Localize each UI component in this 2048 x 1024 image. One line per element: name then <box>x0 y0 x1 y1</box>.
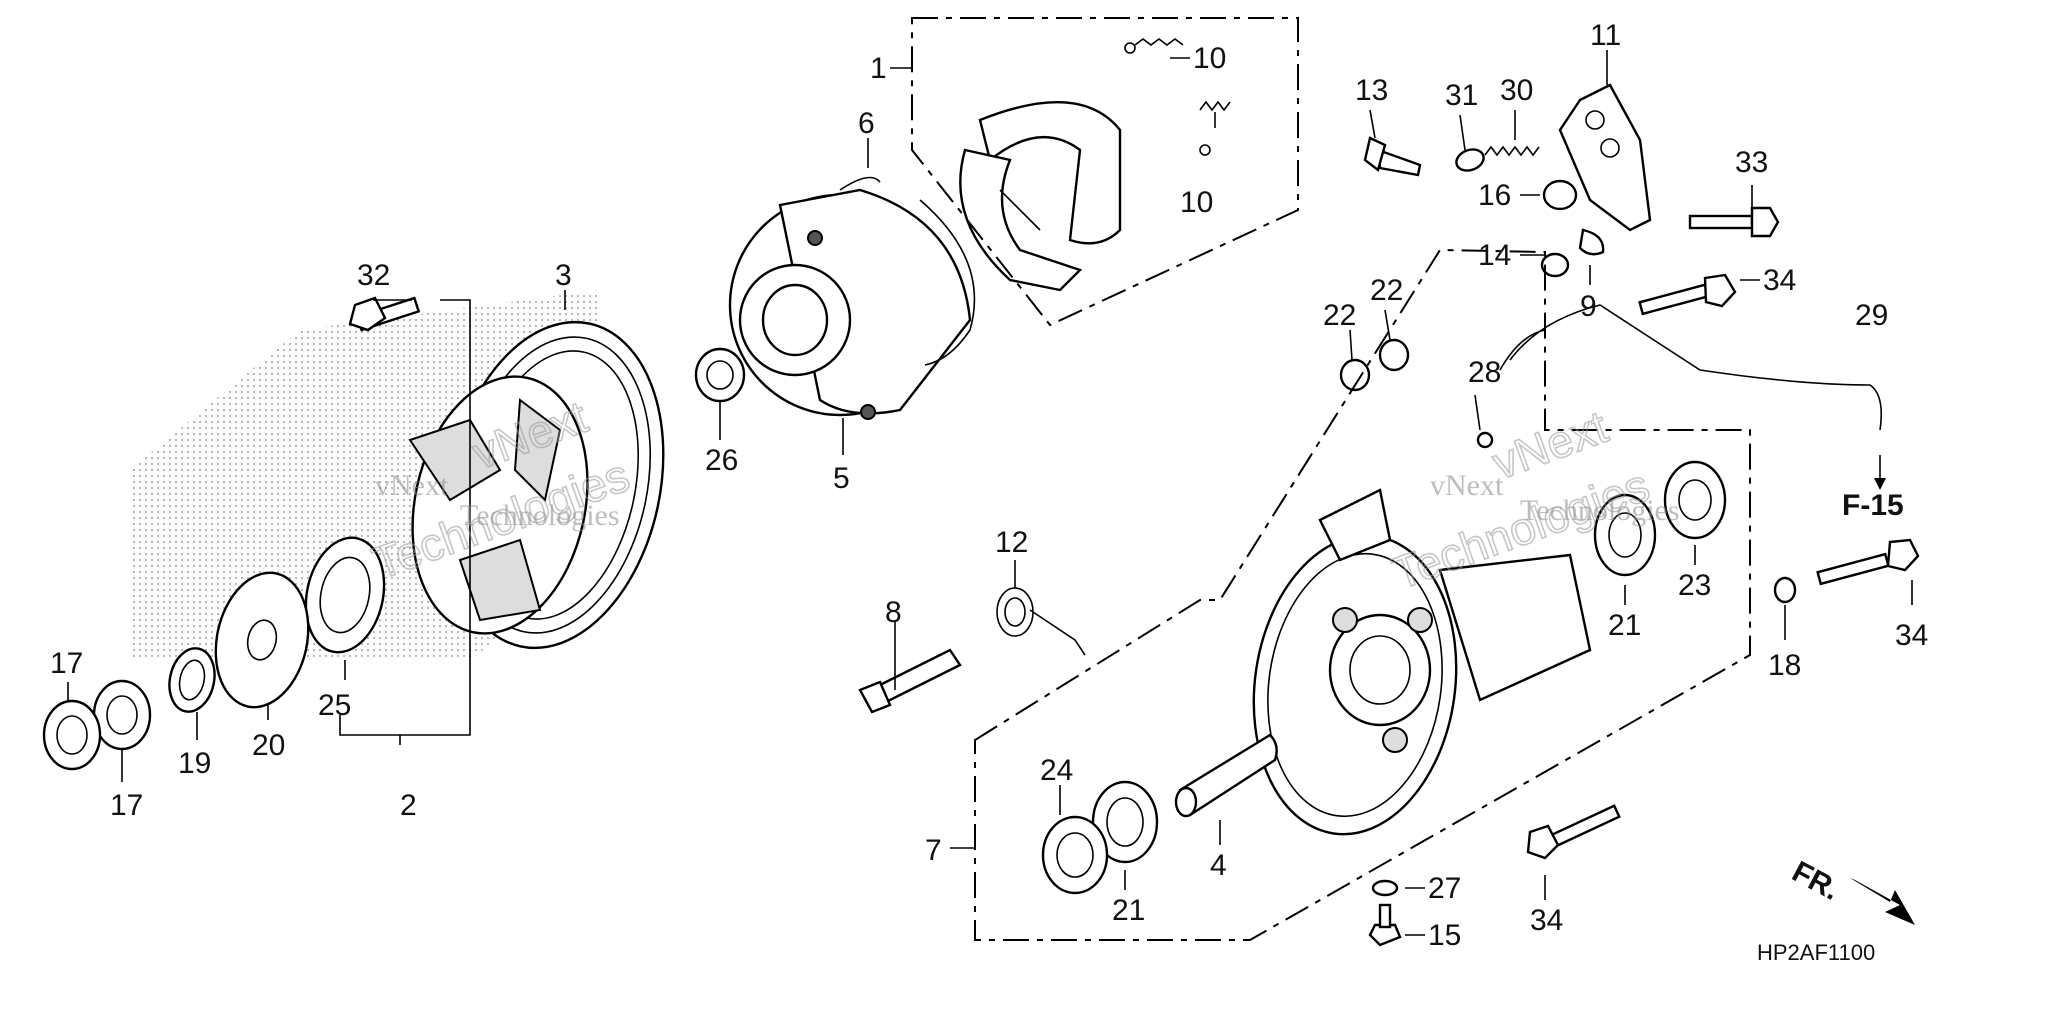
callout-33: 33 <box>1735 146 1768 179</box>
reference-label: F-15 <box>1842 489 1904 522</box>
spring-part-30 <box>1484 145 1540 157</box>
callout-17a: 17 <box>50 647 83 680</box>
callout-23: 23 <box>1678 569 1711 602</box>
bolt-part-34a <box>1638 273 1737 316</box>
callout-14: 14 <box>1478 239 1511 272</box>
callout-11: 11 <box>1590 19 1621 52</box>
callout-9: 9 <box>1580 290 1597 323</box>
callout-31: 31 <box>1445 79 1478 112</box>
brake-panel-part-7 <box>1252 488 1592 836</box>
callout-24: 24 <box>1040 754 1073 787</box>
nut-part-17a <box>42 699 102 771</box>
washer-part-20 <box>214 571 310 709</box>
brake-cam-part-8 <box>858 648 962 714</box>
spring-part-12 <box>996 587 1086 656</box>
callout-34b: 34 <box>1895 619 1928 652</box>
drawing-code: HP2AF1100 <box>1757 940 1875 965</box>
washer-part-18 <box>1773 576 1797 604</box>
group-outline-part-7 <box>974 248 1751 941</box>
washer-part-14 <box>1540 252 1570 278</box>
spring-part-10a <box>1124 38 1184 54</box>
callout-22b: 22 <box>1370 274 1403 307</box>
callout-34a: 34 <box>1763 264 1796 297</box>
callout-30: 30 <box>1500 74 1533 107</box>
washer-part-22b <box>1378 338 1410 372</box>
washer-part-27 <box>1371 879 1399 897</box>
bearing-part-21a <box>1593 493 1657 577</box>
nut-part-17b <box>92 679 152 751</box>
callout-1: 1 <box>870 52 887 85</box>
bolt-part-15 <box>1368 903 1402 947</box>
bolt-part-33 <box>1688 206 1780 238</box>
callout-21a: 21 <box>1608 609 1641 642</box>
callout-16: 16 <box>1478 179 1511 212</box>
callout-12: 12 <box>995 526 1028 559</box>
callout-10a: 10 <box>1193 42 1226 75</box>
callout-21b: 21 <box>1112 894 1145 927</box>
leader-lines <box>67 50 1913 936</box>
pin-part-31 <box>1455 148 1485 172</box>
callout-8: 8 <box>885 596 902 629</box>
callout-34c: 34 <box>1530 904 1563 937</box>
watermark-text-b2: Technologies <box>1520 494 1680 527</box>
o-ring-part-6 <box>839 176 976 366</box>
watermark-text-b1: Technologies <box>460 499 620 532</box>
clip-part-9 <box>1578 228 1605 256</box>
washer-part-19 <box>168 647 216 713</box>
oil-seal-part-25 <box>304 536 386 654</box>
brake-drum-part-5 <box>728 188 972 420</box>
front-label: FR. <box>1787 855 1845 907</box>
collar-part-4 <box>1174 733 1278 818</box>
spring-part-10b <box>1199 100 1231 156</box>
brake-shoe-set-part-1 <box>959 101 1122 292</box>
washer-part-22a <box>1339 358 1371 392</box>
callout-25: 25 <box>318 689 351 722</box>
callout-27: 27 <box>1428 872 1461 905</box>
bracket-part-11 <box>1558 83 1652 232</box>
front-arrow-icon <box>1850 878 1915 925</box>
bolt-part-28 <box>1476 431 1494 449</box>
nut-part-16 <box>1542 179 1578 211</box>
bolt-part-32 <box>348 296 421 332</box>
hub-part-2 <box>408 375 589 635</box>
callouts: 1 2 3 4 5 6 7 8 9 10 10 11 12 13 14 15 1… <box>50 19 1928 965</box>
callout-32: 32 <box>357 259 390 292</box>
callout-2: 2 <box>400 789 417 822</box>
callout-22a: 22 <box>1323 299 1356 332</box>
seal-part-23 <box>1663 460 1727 540</box>
wing-nut-part-13 <box>1363 136 1422 177</box>
callout-13: 13 <box>1355 74 1388 107</box>
callout-19: 19 <box>178 747 211 780</box>
seal-part-24 <box>1041 815 1109 895</box>
callout-4: 4 <box>1210 849 1227 882</box>
watermark-text-a1: vNext <box>375 469 449 502</box>
callout-17b: 17 <box>110 789 143 822</box>
callout-6: 6 <box>858 107 875 140</box>
callout-15: 15 <box>1428 919 1461 952</box>
bolt-part-34b <box>1816 538 1920 586</box>
callout-18: 18 <box>1768 649 1801 682</box>
seal-part-26 <box>694 347 746 403</box>
callout-26: 26 <box>705 444 738 477</box>
callout-20: 20 <box>252 729 285 762</box>
callout-28: 28 <box>1468 356 1501 389</box>
watermark-text-a2: vNext <box>1430 469 1504 502</box>
bolt-part-34c <box>1526 804 1621 860</box>
callout-29: 29 <box>1855 299 1888 332</box>
callout-5: 5 <box>833 462 850 495</box>
callout-7: 7 <box>925 834 942 867</box>
callout-3: 3 <box>555 259 572 292</box>
callout-10b: 10 <box>1180 186 1213 219</box>
breather-tube-part-29 <box>1499 304 1883 431</box>
